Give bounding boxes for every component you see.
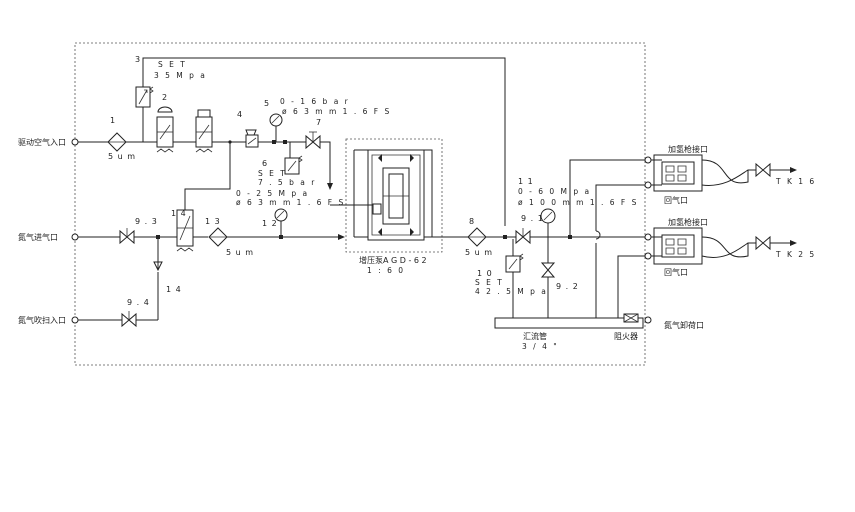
valve-9-3 bbox=[119, 228, 135, 245]
c9-1-label: 9 . 1 bbox=[521, 214, 544, 223]
c6-set: S E T bbox=[258, 169, 287, 178]
pump-out-side bbox=[424, 149, 433, 238]
c10-label: 1 0 bbox=[477, 269, 493, 278]
nitrogen-purge-inlet-label: 氮气吹扫入口 bbox=[18, 315, 66, 325]
h2-gun-connector-top bbox=[651, 154, 797, 192]
valve-9-1 bbox=[515, 228, 531, 245]
c4-label: 4 bbox=[237, 110, 243, 119]
tk-bottom-label: T K 2 5 bbox=[775, 250, 816, 259]
solenoid-valve-2b bbox=[195, 109, 213, 153]
regulator-4 bbox=[245, 129, 259, 148]
nitrogen-inlet-port: 氮气进气口 bbox=[18, 232, 79, 242]
manifold-size: 3 / 4 " bbox=[522, 342, 559, 351]
valve-14 bbox=[176, 209, 194, 252]
nitrogen-inlet-label: 氮气进气口 bbox=[18, 232, 58, 242]
crossover bbox=[595, 230, 601, 240]
c8-label: 8 bbox=[469, 217, 475, 226]
gauge-5 bbox=[269, 113, 283, 142]
drive-air-inlet-label: 驱动空气入口 bbox=[18, 137, 66, 147]
return-bottom-line bbox=[617, 255, 645, 318]
relief-valve-10 bbox=[505, 239, 524, 318]
c6-val: 7 . 5 b a r bbox=[258, 178, 316, 187]
c7-label: 7 bbox=[316, 118, 322, 127]
c9-4-label: 9 . 4 bbox=[127, 298, 150, 307]
c13-label: 1 3 bbox=[205, 217, 221, 226]
c1-label: 1 bbox=[110, 116, 116, 125]
relief-valve-3 bbox=[135, 57, 506, 226]
c5-spec: ø 6 3 m m 1 . 6 F S bbox=[282, 107, 391, 116]
c8-spec: 5 u m bbox=[465, 248, 493, 257]
nitrogen-vent-label: 氮气卸荷口 bbox=[664, 320, 704, 330]
gauge-12 bbox=[274, 208, 288, 235]
c11-label: 1 1 bbox=[518, 177, 534, 186]
return-top-line bbox=[595, 184, 645, 231]
return-top-label: 回气口 bbox=[664, 195, 688, 205]
c9-3-label: 9 . 3 bbox=[135, 217, 158, 226]
c2-label: 2 bbox=[162, 93, 168, 102]
manifold bbox=[494, 317, 644, 329]
valve-9-4 bbox=[121, 311, 137, 328]
air-branch-to-14 bbox=[184, 142, 231, 210]
pump-boundary bbox=[345, 138, 443, 253]
c12-range: 0 - 2 5 M p a bbox=[236, 189, 309, 198]
c12-label: 1 2 bbox=[262, 219, 278, 228]
return-bottom-label: 回气口 bbox=[664, 267, 688, 277]
air-to-pump bbox=[320, 141, 331, 185]
valve-9-2 bbox=[540, 237, 556, 318]
valve-7 bbox=[305, 131, 321, 150]
c9-2-label: 9 . 2 bbox=[556, 282, 579, 291]
filter-1 bbox=[107, 132, 127, 152]
manifold-name: 汇流管 bbox=[523, 331, 547, 341]
h2-gun-top-label: 加氢枪接口 bbox=[668, 144, 708, 154]
h2-gun-bottom-label: 加氢枪接口 bbox=[668, 217, 708, 227]
c1-spec: 5 u m bbox=[108, 152, 136, 161]
h2-gun-connector-bottom bbox=[651, 227, 797, 265]
flame-arrester bbox=[623, 313, 639, 323]
pump-ratio: 1 : 6 0 bbox=[367, 266, 405, 275]
c3-val: 3 5 M p a bbox=[154, 71, 207, 80]
flame-arrester-label: 阻火器 bbox=[614, 332, 638, 341]
c5-label: 5 bbox=[264, 99, 270, 108]
pump-n2-side bbox=[353, 149, 368, 238]
c3-set: S E T bbox=[158, 60, 187, 69]
c14b-label: 1 4 bbox=[166, 285, 182, 294]
c14-label: 1 4 bbox=[171, 209, 187, 218]
c13-spec: 5 u m bbox=[226, 248, 254, 257]
c12-spec: ø 6 3 m m 1 . 6 F S bbox=[236, 198, 345, 207]
c10-val: 4 2 . 5 M p a bbox=[475, 287, 548, 296]
gauge-11 bbox=[540, 208, 556, 237]
vent-port bbox=[644, 316, 652, 324]
pump-name: 增压泵A G D - 6 2 bbox=[359, 255, 427, 265]
skid-boundary bbox=[74, 42, 646, 366]
c11-spec: ø 1 0 0 m m 1 . 6 F S bbox=[518, 198, 638, 207]
booster-pump bbox=[367, 149, 425, 241]
c6-label: 6 bbox=[262, 159, 268, 168]
tk-top-label: T K 1 6 bbox=[775, 177, 816, 186]
relief-valve-6 bbox=[284, 142, 303, 175]
c5-range: 0 - 1 6 b a r bbox=[280, 97, 350, 106]
check-14-drop bbox=[153, 239, 163, 272]
solenoid-valve-2 bbox=[156, 106, 174, 153]
drive-air-port: 驱动空气入口 bbox=[18, 137, 79, 147]
c3-label: 3 bbox=[135, 55, 141, 64]
c11-range: 0 - 6 0 M p a bbox=[518, 187, 591, 196]
branch-up bbox=[569, 159, 645, 237]
filter-13 bbox=[208, 227, 228, 247]
nitrogen-purge-port: 氮气吹扫入口 bbox=[18, 315, 79, 325]
c10-set: S E T bbox=[475, 278, 504, 287]
filter-8 bbox=[467, 227, 487, 247]
